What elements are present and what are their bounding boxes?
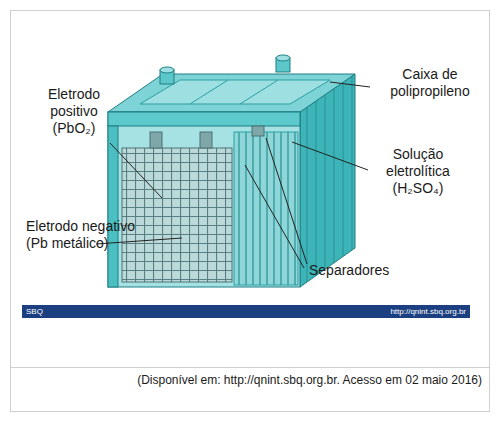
lid-cell-divider xyxy=(190,80,228,104)
case-lip xyxy=(108,112,300,126)
source-band: SBQ http://qnint.sbq.org.br xyxy=(22,305,470,318)
part-label: Solução eletrolítica (H₂SO₄) xyxy=(372,146,464,197)
plate-tab xyxy=(200,132,212,148)
negative-terminal-top xyxy=(276,55,290,61)
part-label: Caixa de polipropileno xyxy=(374,66,486,100)
plate-tab xyxy=(150,132,162,148)
leader-line xyxy=(245,165,304,268)
part-label: Eletrodo positivo (PbO₂) xyxy=(38,86,110,137)
positive-terminal-top xyxy=(160,67,174,73)
case-front xyxy=(108,112,300,287)
leader-line xyxy=(96,238,182,244)
source-logo: SBQ xyxy=(26,307,43,317)
leader-line xyxy=(266,138,307,264)
plate-stack xyxy=(234,132,298,285)
leader-line xyxy=(330,82,370,87)
caption: (Disponível em: http://qnint.sbq.org.br.… xyxy=(137,373,482,387)
leader-line xyxy=(292,142,368,170)
caption-rule xyxy=(10,367,490,368)
negative-plate-grid xyxy=(122,148,232,282)
leader-line xyxy=(110,143,162,198)
source-url: http://qnint.sbq.org.br xyxy=(390,307,466,317)
lid-cell-divider xyxy=(240,80,278,104)
plate-tab xyxy=(252,126,264,136)
part-label: Eletrodo negativo (Pb metálico) xyxy=(26,218,136,252)
part-label: Separadores xyxy=(309,262,419,279)
outer-frame xyxy=(11,11,490,412)
case-lid xyxy=(108,74,355,112)
